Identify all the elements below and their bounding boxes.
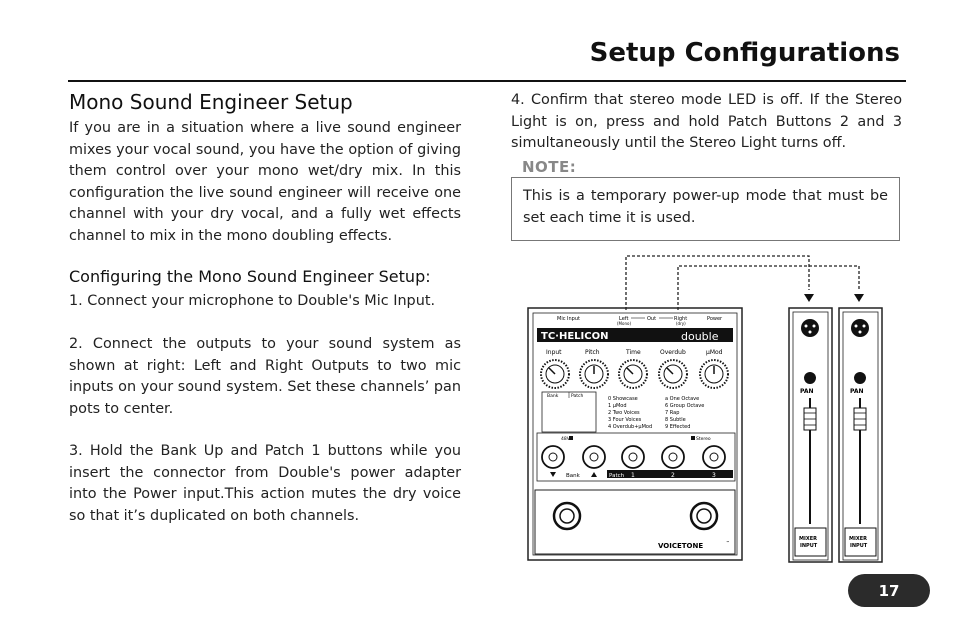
knob-label-overdub: Overdub [660, 349, 686, 356]
step-4: 4. Confirm that stereo mode LED is off. … [511, 92, 902, 151]
arrow-down-icon [550, 472, 556, 477]
display-patch-label: Patch [571, 393, 584, 399]
brand-bar [537, 328, 733, 342]
bottom-bank-label: Bank [566, 473, 581, 479]
pan-label: PAN [800, 388, 814, 395]
preset-6: 6 Group Octave [665, 403, 704, 409]
bank-patch-display: Bank Patch [541, 391, 597, 433]
page-number-badge: 17 [848, 574, 930, 607]
voicetone-logo: VOICETONE [658, 542, 703, 550]
patch-num-2: 2 [671, 472, 675, 479]
cable-arrow-left [804, 294, 814, 302]
button-patch-1[interactable] [621, 445, 645, 469]
footswitch-left[interactable] [552, 501, 582, 531]
knob-label-pitch: Pitch [585, 349, 600, 356]
mixer-channel-1: PAN MIXER INPUT [788, 307, 833, 563]
page-number: 17 [878, 581, 900, 600]
knob-label-time: Time [625, 349, 641, 356]
preset-9: 9 Effected [665, 424, 690, 430]
led-48v: 48V [561, 436, 571, 442]
patch-num-3: 3 [712, 472, 716, 479]
voicetone-tm: ™ [726, 540, 730, 545]
step-3: 3. Hold the Bank Up and Patch 1 buttons … [69, 443, 461, 524]
pan-knob[interactable] [804, 372, 816, 384]
setup-diagram: Mic Input Left (Mono) Out Right (dry) Po… [527, 255, 883, 563]
patch-num-1: 1 [631, 472, 635, 479]
bottom-patch-label: Patch [609, 473, 625, 479]
xlr-input-icon [851, 319, 869, 337]
note-box: This is a temporary power-up mode that m… [511, 177, 900, 241]
label-dry: (dry) [676, 321, 686, 326]
model-name: double [681, 330, 719, 343]
label-power: Power [707, 316, 723, 322]
preset-4: 4 Overdub+μMod [608, 424, 652, 430]
cable-arrow-right [854, 294, 864, 302]
button-bank-up[interactable] [582, 445, 606, 469]
intro-paragraph: If you are in a situation where a live s… [69, 120, 461, 244]
cable-right [625, 255, 810, 310]
preset-8: 8 Subtle [665, 417, 686, 423]
step-1: 1. Connect your microphone to Double's M… [69, 293, 436, 309]
label-mono: (Mono) [617, 321, 631, 326]
button-patch-2[interactable] [661, 445, 685, 469]
title-rule [68, 80, 906, 82]
double-pedal: Mic Input Left (Mono) Out Right (dry) Po… [527, 307, 743, 561]
step-2: 2. Connect the outputs to your sound sys… [69, 336, 461, 417]
button-bank-down[interactable] [541, 445, 565, 469]
knob-pitch[interactable] [579, 359, 609, 389]
preset-2: 2 Two Voices [608, 410, 640, 416]
preset-3: 3 Four Voices [608, 417, 642, 423]
display-bank-label: Bank [547, 393, 559, 399]
preset-5: a One Octave [665, 396, 699, 402]
footswitch-row: 48V Stereo Bank Patch 1 2 3 [536, 432, 736, 482]
footswitch-right[interactable] [689, 501, 719, 531]
brand-logo: TC·HELICON [541, 331, 608, 342]
button-patch-3[interactable] [702, 445, 726, 469]
mixer-input-label-1b: INPUT [800, 543, 818, 549]
preset-0: 0 Showcase [608, 396, 638, 402]
mixer-input-label-1a: MIXER [799, 536, 817, 542]
knobs [540, 359, 729, 389]
cable-left [677, 265, 860, 310]
sub-heading: Configuring the Mono Sound Engineer Setu… [69, 267, 431, 286]
pan-knob[interactable] [854, 372, 866, 384]
page-title: Setup Configurations [589, 38, 900, 68]
label-mic-input: Mic Input [557, 316, 580, 322]
note-label: NOTE: [522, 158, 577, 176]
large-footswitches: VOICETONE ™ [534, 489, 736, 555]
section-heading: Mono Sound Engineer Setup [69, 90, 353, 114]
pan-label: PAN [850, 388, 864, 395]
knob-label-umod: μMod [706, 349, 723, 356]
label-left: Left [619, 316, 628, 322]
knob-label-input: Input [546, 349, 562, 356]
label-right: Right [674, 316, 687, 322]
knob-overdub[interactable] [658, 359, 688, 389]
label-out: Out [647, 316, 656, 322]
preset-list: 0 Showcase 1 μMod 2 Two Voices 3 Four Vo… [608, 396, 704, 430]
mixer-channel-2: PAN MIXER INPUT [838, 307, 883, 563]
knob-input[interactable] [540, 359, 570, 389]
preset-7: 7 Rap [665, 410, 679, 416]
knob-umod[interactable] [699, 359, 729, 389]
mixer-input-label-2b: INPUT [850, 543, 868, 549]
knob-time[interactable] [618, 359, 648, 389]
arrow-up-icon [591, 472, 597, 477]
mixer-input-label-2a: MIXER [849, 536, 867, 542]
led-stereo: Stereo [696, 436, 711, 442]
preset-1: 1 μMod [608, 403, 627, 409]
knob-row: Input Pitch Time Overdub μMod [546, 349, 723, 356]
xlr-input-icon [801, 319, 819, 337]
